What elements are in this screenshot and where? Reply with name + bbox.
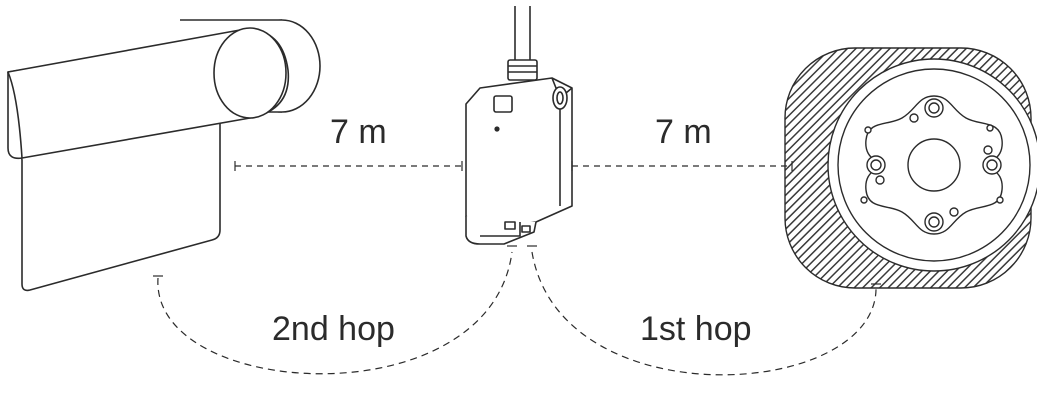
distance-line-left [234, 161, 463, 171]
hop-arc-second [157, 251, 513, 375]
siren-icon [7, 19, 321, 292]
hop-arc-first [531, 251, 877, 376]
hub-icon [784, 47, 1037, 289]
distance-line-right [571, 161, 793, 171]
distance-label-right: 7 m [655, 113, 712, 151]
hop-end-ticks [153, 245, 881, 285]
distance-label-left: 7 m [330, 113, 387, 151]
hop-label-second: 2nd hop [272, 310, 395, 348]
repeater-icon [465, 6, 573, 245]
hop-label-first: 1st hop [640, 310, 752, 348]
